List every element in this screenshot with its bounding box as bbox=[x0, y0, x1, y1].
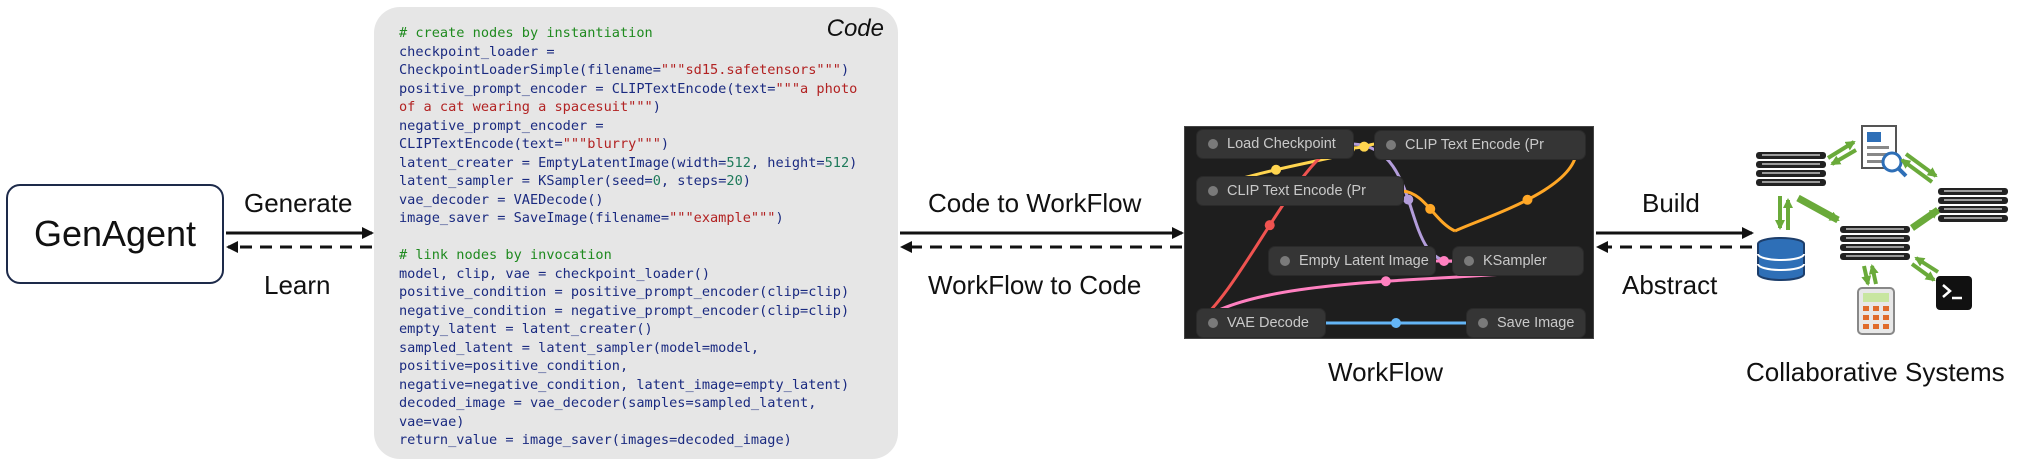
genagent-box: GenAgent bbox=[6, 184, 224, 284]
code-line: positive=positive_condition, bbox=[399, 358, 629, 374]
code-line: latent_creater = EmptyLatentImage(width=… bbox=[399, 154, 858, 171]
code-line: return_value = image_saver(images=decode… bbox=[399, 432, 792, 448]
code-line: negative_prompt_encoder = bbox=[399, 117, 604, 134]
code-line: model, clip, vae = checkpoint_loader() bbox=[399, 265, 710, 282]
code-panel: Code # create nodes by instantiation chec… bbox=[374, 7, 898, 459]
code-line: decoded_image = vae_decoder(samples=samp… bbox=[399, 395, 817, 411]
abstract-label: Abstract bbox=[1622, 270, 1718, 300]
code-line: negative=negative_condition, latent_imag… bbox=[399, 376, 850, 393]
code-line: latent_sampler = KSampler(seed=0, steps=… bbox=[399, 173, 751, 189]
code-line: of a cat wearing a spacesuit""") bbox=[399, 99, 661, 115]
code-comment: # create nodes by instantiation bbox=[399, 25, 653, 41]
code-line: positive_prompt_encoder = CLIPTextEncode… bbox=[399, 80, 858, 97]
workflow-to-code-label: WorkFlow to Code bbox=[928, 270, 1142, 300]
terminal-icon bbox=[1936, 276, 1972, 310]
server-rack-icon bbox=[1756, 152, 1826, 186]
code-to-workflow-label: Code to WorkFlow bbox=[928, 188, 1142, 218]
node-clip-text-encode-1[interactable]: CLIP Text Encode (Pr bbox=[1375, 131, 1585, 159]
code-line: sampled_latent = latent_sampler(model=mo… bbox=[399, 339, 760, 356]
link-midpoint-dot bbox=[1439, 256, 1449, 266]
code-line: empty_latent = latent_creater() bbox=[399, 321, 653, 337]
generate-label: Generate bbox=[244, 188, 353, 218]
node-save-image[interactable]: Save Image bbox=[1467, 309, 1585, 337]
code-line: negative_condition = negative_prompt_enc… bbox=[399, 302, 850, 319]
document-search-icon bbox=[1861, 125, 1908, 178]
node-ksampler[interactable]: KSampler bbox=[1453, 247, 1583, 275]
node-vae-decode[interactable]: VAE Decode bbox=[1197, 309, 1325, 337]
code-line: checkpoint_loader = bbox=[399, 43, 555, 60]
link-midpoint-dot bbox=[1391, 318, 1401, 328]
code-line: positive_condition = positive_prompt_enc… bbox=[399, 284, 850, 300]
code-blank-line bbox=[399, 228, 889, 247]
workflow-caption: WorkFlow bbox=[1328, 357, 1444, 387]
link-midpoint-dot bbox=[1403, 194, 1414, 205]
code-title: Code bbox=[826, 15, 884, 42]
genagent-label: GenAgent bbox=[33, 213, 197, 254]
code-line: vae_decoder = VAEDecode() bbox=[399, 191, 604, 208]
link-midpoint-dot bbox=[1271, 164, 1282, 175]
link-midpoint-dot bbox=[1425, 203, 1436, 214]
link-midpoint-dot bbox=[1359, 141, 1370, 152]
link-midpoint-dot bbox=[1264, 220, 1275, 231]
code-line: vae=vae) bbox=[399, 413, 465, 430]
database-icon bbox=[1757, 237, 1805, 281]
link-midpoint-dot bbox=[1380, 276, 1391, 287]
node-load-checkpoint[interactable]: Load Checkpoint bbox=[1197, 130, 1353, 158]
collaborative-systems-caption: Collaborative Systems bbox=[1746, 357, 2005, 387]
server-rack-icon bbox=[1840, 226, 1910, 260]
node-clip-text-encode-2[interactable]: CLIP Text Encode (Pr bbox=[1197, 177, 1403, 205]
code-line: CheckpointLoaderSimple(filename="""sd15.… bbox=[399, 62, 850, 78]
code-line: CLIPTextEncode(text="""blurry""") bbox=[399, 136, 670, 152]
node-empty-latent-image[interactable]: Empty Latent Image bbox=[1269, 247, 1435, 275]
collaboration-arrows bbox=[1775, 140, 1940, 286]
code-listing: # create nodes by instantiation checkpoin… bbox=[399, 24, 889, 450]
code-comment: # link nodes by invocation bbox=[399, 247, 612, 263]
server-rack-icon bbox=[1938, 188, 2008, 222]
link-midpoint-dot bbox=[1522, 194, 1533, 205]
collaborative-systems-graphic bbox=[1756, 125, 2008, 335]
code-line: image_saver = SaveImage(filename="""exam… bbox=[399, 210, 784, 226]
calculator-icon bbox=[1857, 287, 1895, 335]
workflow-graph: Load Checkpoint CLIP Text Encode (Pr CLI… bbox=[1184, 126, 1594, 339]
learn-label: Learn bbox=[264, 270, 331, 300]
build-label: Build bbox=[1642, 188, 1700, 218]
